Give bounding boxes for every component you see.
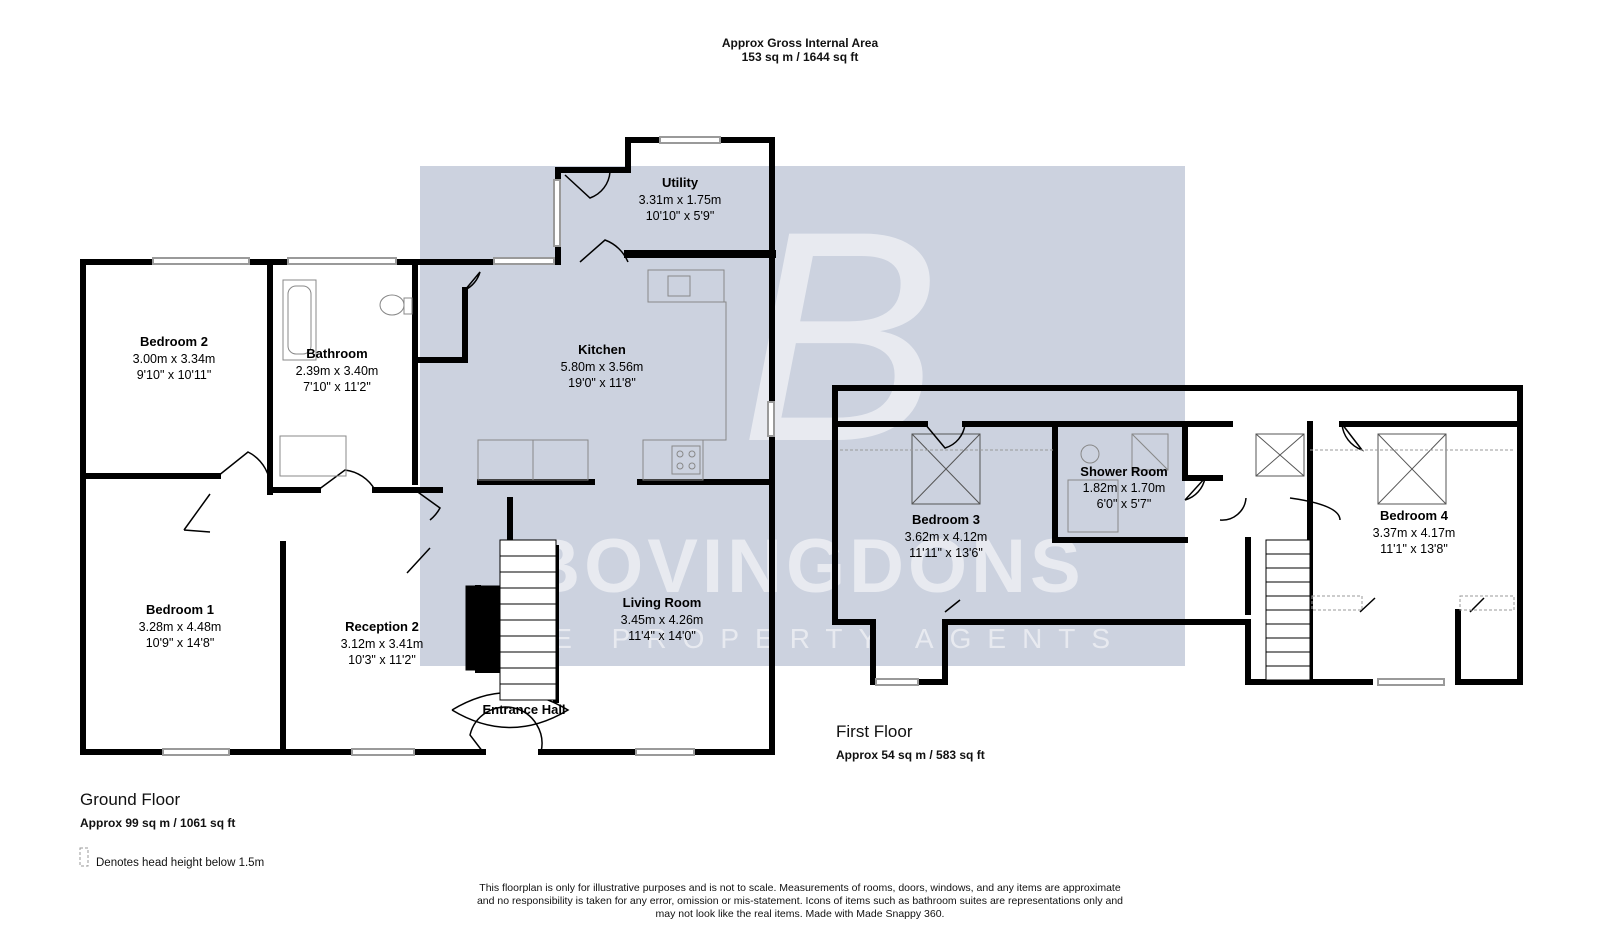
disclaimer-line: and no responsibility is taken for any e… (476, 895, 1124, 907)
svg-text:3.31m x 1.75m: 3.31m x 1.75m (639, 193, 722, 207)
disclaimer-line: may not look like the real items. Made w… (655, 908, 945, 920)
ground-floor-title: Ground Floor (80, 790, 181, 809)
svg-text:Utility: Utility (662, 175, 699, 190)
first-floor-area: Approx 54 sq m / 583 sq ft (836, 748, 985, 762)
svg-text:9'10" x 10'11": 9'10" x 10'11" (137, 368, 212, 382)
svg-text:5.80m x 3.56m: 5.80m x 3.56m (561, 360, 644, 374)
disclaimer: This floorplan is only for illustrative … (400, 882, 1200, 921)
legend-swatch (79, 847, 89, 867)
first-floor-stairs (1265, 539, 1311, 681)
svg-text:Bathroom: Bathroom (306, 346, 367, 361)
svg-text:3.37m x 4.17m: 3.37m x 4.17m (1373, 526, 1456, 540)
svg-text:Reception 2: Reception 2 (345, 619, 419, 634)
svg-text:3.28m x 4.48m: 3.28m x 4.48m (139, 620, 222, 634)
svg-text:Bedroom 2: Bedroom 2 (140, 334, 208, 349)
room-bedroom-4: Bedroom 4 3.37m x 4.17m 11'1" x 13'8" (1373, 508, 1456, 556)
watermark-tagline: THE PROPERTY AGENTS (484, 623, 1126, 654)
gross-area-title: Approx Gross Internal Area (721, 36, 879, 50)
svg-text:6'0" x 5'7": 6'0" x 5'7" (1097, 497, 1152, 511)
svg-text:11'4" x 14'0": 11'4" x 14'0" (628, 629, 696, 643)
svg-text:1.82m x 1.70m: 1.82m x 1.70m (1083, 481, 1166, 495)
ground-floor-fixtures (279, 269, 727, 481)
svg-text:3.62m x 4.12m: 3.62m x 4.12m (905, 530, 988, 544)
svg-text:Shower Room: Shower Room (1080, 464, 1167, 479)
ground-floor-doors (183, 171, 629, 753)
legend-text: Denotes head height below 1.5m (96, 857, 265, 869)
room-bedroom-1: Bedroom 1 3.28m x 4.48m 10'9" x 14'8" (139, 602, 222, 650)
room-utility: Utility 3.31m x 1.75m 10'10" x 5'9" (639, 175, 722, 223)
room-living-room: Living Room 3.45m x 4.26m 11'4" x 14'0" (621, 595, 704, 643)
watermark-brand: BOVINGDONS (525, 524, 1084, 609)
svg-text:Bedroom 4: Bedroom 4 (1380, 508, 1449, 523)
first-floor-skylights (911, 433, 1447, 505)
svg-text:10'10" x 5'9": 10'10" x 5'9" (646, 209, 715, 223)
svg-text:7'10" x 11'2": 7'10" x 11'2" (303, 380, 371, 394)
room-entrance-hall: Entrance Hall (482, 702, 565, 717)
room-reception-2: Reception 2 3.12m x 3.41m 10'3" x 11'2" (341, 619, 424, 667)
svg-text:3.45m x 4.26m: 3.45m x 4.26m (621, 613, 704, 627)
first-floor-windows (875, 678, 1445, 686)
svg-text:11'11" x 13'6": 11'11" x 13'6" (909, 546, 983, 560)
svg-text:Living Room: Living Room (623, 595, 702, 610)
first-floor-walls (832, 385, 1523, 685)
gross-area-value: 153 sq m / 1644 sq ft (741, 50, 859, 64)
ground-floor-area: Approx 99 sq m / 1061 sq ft (80, 816, 236, 830)
shower-room-fixtures (1067, 433, 1169, 533)
first-floor-title: First Floor (836, 722, 913, 741)
room-kitchen: Kitchen 5.80m x 3.56m 19'0" x 11'8" (561, 342, 644, 390)
svg-text:Kitchen: Kitchen (578, 342, 626, 357)
svg-text:19'0" x 11'8": 19'0" x 11'8" (568, 376, 636, 390)
svg-text:11'1" x 13'8": 11'1" x 13'8" (1380, 542, 1448, 556)
svg-text:Entrance Hall: Entrance Hall (482, 702, 565, 717)
room-bathroom: Bathroom 2.39m x 3.40m 7'10" x 11'2" (296, 346, 379, 394)
svg-text:10'3" x 11'2": 10'3" x 11'2" (348, 653, 416, 667)
svg-text:Bedroom 3: Bedroom 3 (912, 512, 980, 527)
svg-text:3.12m x 3.41m: 3.12m x 3.41m (341, 637, 424, 651)
room-bedroom-2: Bedroom 2 3.00m x 3.34m 9'10" x 10'11" (133, 334, 216, 382)
ground-floor-stairs (465, 539, 557, 701)
svg-text:3.00m x 3.34m: 3.00m x 3.34m (133, 352, 216, 366)
svg-text:Bedroom 1: Bedroom 1 (146, 602, 214, 617)
svg-text:10'9" x 14'8": 10'9" x 14'8" (146, 636, 215, 650)
room-bedroom-3: Bedroom 3 3.62m x 4.12m 11'11" x 13'6" (905, 512, 988, 560)
ground-floor-windows (152, 136, 775, 756)
disclaimer-line: This floorplan is only for illustrative … (479, 882, 1121, 894)
svg-text:2.39m x 3.40m: 2.39m x 3.40m (296, 364, 379, 378)
room-shower-room: Shower Room 1.82m x 1.70m 6'0" x 5'7" (1080, 464, 1167, 511)
low-head-height-zones (840, 449, 1515, 611)
